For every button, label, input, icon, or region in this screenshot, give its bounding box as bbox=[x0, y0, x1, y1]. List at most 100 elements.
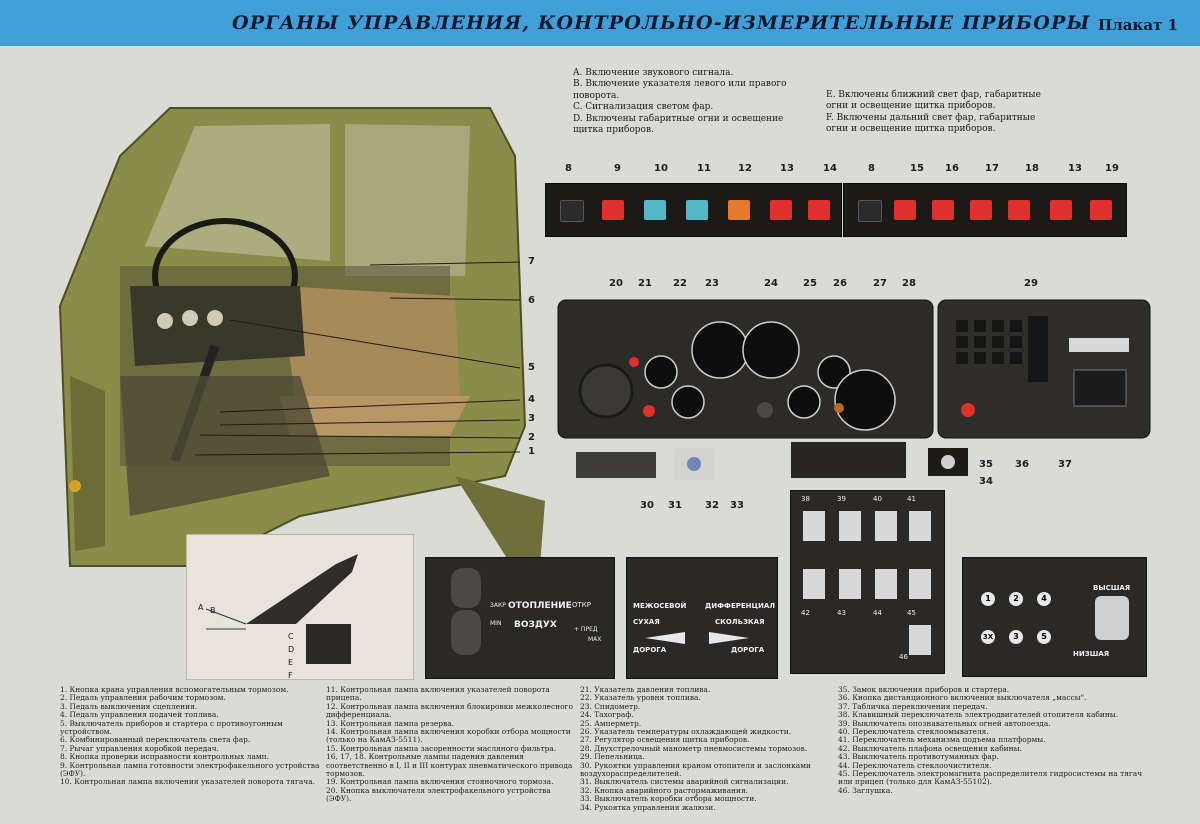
legend-item: 36. Кнопка дистанционного включения выкл… bbox=[838, 693, 1087, 703]
lever-label-b: B bbox=[210, 606, 216, 615]
label-24: 24 bbox=[764, 278, 778, 289]
label-19: 19 bbox=[1105, 163, 1119, 174]
legend-item: 12. Контрольная лампа включения блокиров… bbox=[326, 701, 573, 720]
diff-label-c: СУХАЯ bbox=[633, 618, 660, 626]
switch-44 bbox=[875, 569, 897, 599]
poster-number: Плакат 1 bbox=[1098, 16, 1178, 34]
brake-circuit-2-lamp bbox=[970, 200, 992, 220]
legend-item: 41. Переключатель механизма подъема плат… bbox=[838, 735, 1046, 745]
label-35: 35 bbox=[979, 459, 993, 470]
switch-panel-inset: 38 39 40 41 42 43 44 45 46 bbox=[790, 490, 945, 674]
label-12: 12 bbox=[738, 163, 752, 174]
switch-38 bbox=[803, 511, 825, 541]
legend-item: 35. Замок включения приборов и стартера. bbox=[838, 685, 1010, 694]
legend-item: 27. Регулятор освещения щитка приборов. bbox=[580, 735, 750, 745]
legend-item: 11. Контрольная лампа включения указател… bbox=[326, 685, 550, 703]
label-29: 29 bbox=[1024, 278, 1038, 289]
lever-label-c: C bbox=[288, 632, 294, 641]
legend-item: 46. Заглушка. bbox=[838, 785, 893, 795]
gear-high-label: ВЫСШАЯ bbox=[1093, 584, 1131, 592]
label-18: 18 bbox=[1025, 163, 1039, 174]
legend-item: 6. Комбинированный переключатель света ф… bbox=[60, 735, 251, 745]
label-27: 27 bbox=[873, 278, 887, 289]
legend-item: 44. Переключатель стеклоочистителя. bbox=[838, 760, 992, 770]
legend-item: 38. Клавишный переключатель электродвига… bbox=[838, 710, 1119, 720]
label-39: 39 bbox=[837, 495, 846, 503]
label-11: 11 bbox=[697, 163, 711, 174]
diff-lock-inset: МЕЖОСЕВОЙ ДИФФЕРЕНЦИАЛ СУХАЯ СКОЛЬЗКАЯ Д… bbox=[626, 557, 778, 679]
legend-item: 10. Контрольная лампа включения указател… bbox=[60, 777, 315, 787]
lever-label-a: A bbox=[198, 603, 204, 612]
label-32: 32 bbox=[705, 500, 719, 511]
legend-item: 20. Кнопка выключателя электрофакельного… bbox=[326, 785, 551, 804]
legend-item: 3. Педаль выключения сцепления. bbox=[60, 701, 198, 711]
label-5: 5 bbox=[528, 362, 535, 373]
diff-lock-lamp bbox=[728, 200, 750, 220]
switch-39 bbox=[839, 511, 861, 541]
legend-item: 16, 17, 18. Контрольные лампы падения да… bbox=[326, 752, 573, 779]
label-33: 33 bbox=[730, 500, 744, 511]
brake-circuit-3-lamp bbox=[1008, 200, 1030, 220]
heater-knob-top bbox=[451, 568, 481, 608]
heater-open: ОТКР bbox=[572, 601, 591, 609]
turn-signal-trailer-lamp bbox=[686, 200, 708, 220]
legend-item: 9. Контрольная лампа готовности электроф… bbox=[60, 760, 320, 779]
legend-item: 19. Контрольная лампа включения стояночн… bbox=[326, 777, 554, 787]
label-2: 2 bbox=[528, 432, 535, 443]
diff-label-e: ДОРОГА bbox=[633, 646, 667, 654]
legend-item: 15. Контрольная лампа засоренности масля… bbox=[326, 743, 557, 753]
label-20: 20 bbox=[609, 278, 623, 289]
heater-closed: ЗАКР bbox=[490, 602, 506, 609]
legend-column-2: 11. Контрольная лампа включения указател… bbox=[326, 685, 574, 804]
lamp-test-button-2 bbox=[858, 200, 882, 222]
legend-item: 25. Амперметр. bbox=[580, 718, 642, 728]
warning-lamp-strip-right bbox=[843, 183, 1127, 237]
legend-item: 37. Табличка переключения передач. bbox=[838, 701, 988, 711]
note-b: B. Включение указателя левого или правог… bbox=[573, 79, 787, 101]
label-14: 14 bbox=[823, 163, 837, 174]
switch-41 bbox=[909, 511, 931, 541]
label-10: 10 bbox=[654, 163, 668, 174]
label-22: 22 bbox=[673, 278, 687, 289]
switch-42 bbox=[803, 569, 825, 599]
note-c: C. Сигнализация светом фар. bbox=[573, 102, 714, 113]
heater-control-inset: ОТОПЛЕНИЕ ВОЗДУХ ОТКР ЗАКР MIN MAX + ПРЕ… bbox=[425, 557, 615, 679]
switch-40 bbox=[875, 511, 897, 541]
combination-lever-inset bbox=[186, 534, 414, 680]
warning-lamp-strip-left bbox=[545, 183, 842, 237]
gear-2: 2 bbox=[1009, 592, 1023, 606]
legend-column-4: 35. Замок включения приборов и стартера.… bbox=[838, 685, 1152, 795]
label-38: 38 bbox=[801, 495, 810, 503]
gear-3x: 3X bbox=[981, 630, 995, 644]
legend-column-3: 21. Указатель давления топлива. 22. Указ… bbox=[580, 685, 830, 812]
legend-item: 31. Выключатель системы аварийной сигнал… bbox=[580, 777, 789, 787]
legend-item: 21. Указатель давления топлива. bbox=[580, 685, 711, 694]
label-40: 40 bbox=[873, 495, 882, 503]
gear-low-label: НИЗШАЯ bbox=[1073, 650, 1110, 658]
gear-5: 5 bbox=[1037, 630, 1051, 644]
label-44: 44 bbox=[873, 609, 882, 617]
label-17: 17 bbox=[985, 163, 999, 174]
lever-label-f: F bbox=[288, 671, 293, 680]
note-d: D. Включены габаритные огни и освещение … bbox=[573, 113, 784, 136]
label-6: 6 bbox=[528, 295, 535, 306]
legend-item: 33. Выключатель коробки отбора мощности. bbox=[580, 794, 757, 804]
label-9: 9 bbox=[614, 163, 621, 174]
label-3: 3 bbox=[528, 413, 535, 424]
legend-item: 40. Переключатель стеклоомывателя. bbox=[838, 727, 989, 737]
note-a: A. Включение звукового сигнала. bbox=[573, 68, 734, 78]
legend-item: 8. Кнопка проверки исправности контрольн… bbox=[60, 752, 269, 762]
lever-label-e: E bbox=[288, 658, 294, 667]
glow-plug-lamp bbox=[602, 200, 624, 220]
parking-brake-lamp bbox=[1090, 200, 1112, 220]
switch-45 bbox=[909, 569, 931, 599]
label-1: 1 bbox=[528, 446, 535, 457]
legend-item: 30. Рукоятки управления краном отопителя… bbox=[580, 760, 811, 779]
reserve-lamp-2 bbox=[1050, 200, 1072, 220]
gear-3: 3 bbox=[1009, 630, 1023, 644]
heater-air: ВОЗДУХ bbox=[514, 620, 557, 630]
label-13a: 13 bbox=[780, 163, 794, 174]
gear-shift-inset: ВЫСШАЯ НИЗШАЯ 1 2 4 3X 3 5 bbox=[962, 557, 1147, 677]
legend-item: 7. Рычаг управления коробкой передач. bbox=[60, 743, 219, 753]
legend-item: 39. Выключатель опознавательных огней ав… bbox=[838, 718, 1051, 728]
